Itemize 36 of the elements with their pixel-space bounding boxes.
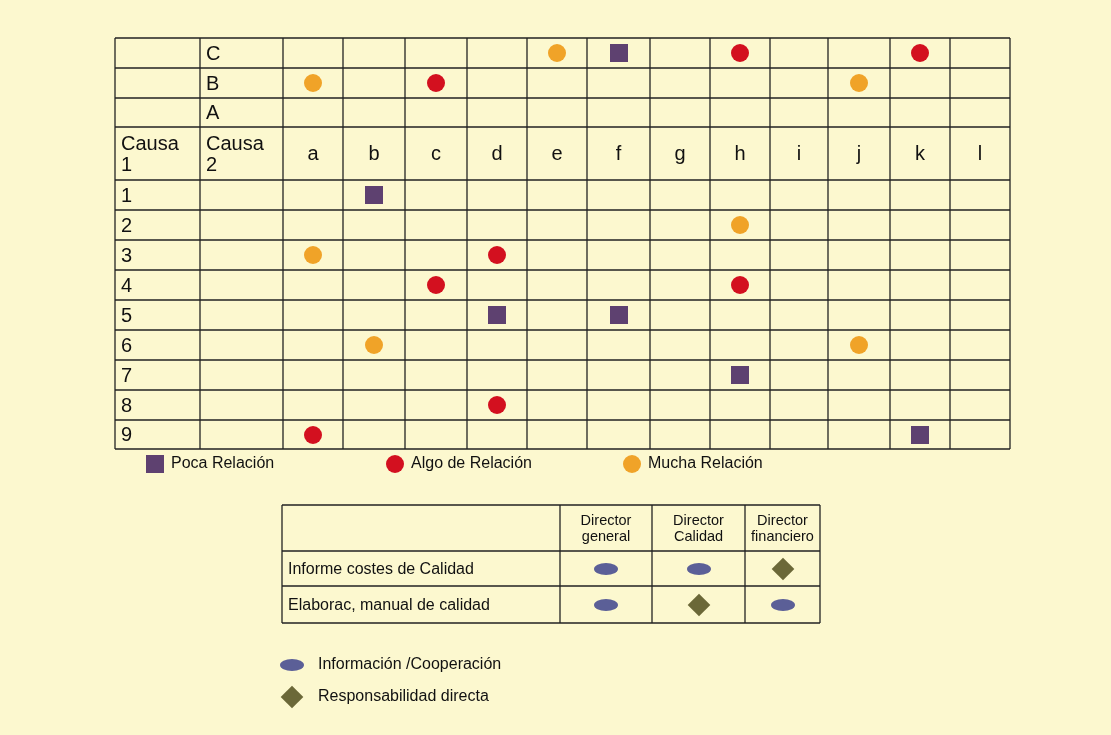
column-header: e <box>550 141 564 166</box>
row-label: 7 <box>120 362 134 388</box>
row-label: 2 <box>120 212 134 238</box>
column-header: Causa 2 <box>205 130 265 177</box>
column-header: j <box>855 141 863 166</box>
column-header: b <box>367 141 381 166</box>
row-label: A <box>205 100 221 125</box>
legend-label: Responsabilidad directa <box>318 687 489 705</box>
row-label: 4 <box>120 272 134 298</box>
column-header: a <box>306 141 320 166</box>
column-header: k <box>914 141 926 166</box>
column-header: i <box>795 141 803 166</box>
row-label: 5 <box>120 302 134 328</box>
row-label: 3 <box>120 242 134 268</box>
column-header: g <box>673 141 687 166</box>
column-header: f <box>614 141 623 166</box>
column-header: Director financiero <box>750 511 815 546</box>
column-header: Causa 1 <box>120 130 180 177</box>
legend-label: Información /Cooperación <box>318 655 502 673</box>
row-label: 6 <box>120 332 134 358</box>
column-header: c <box>430 141 442 166</box>
column-header: d <box>490 141 504 166</box>
column-header: Director general <box>579 511 633 546</box>
row-label: 1 <box>120 182 134 208</box>
column-header: l <box>976 141 984 166</box>
column-header: Director Calidad <box>672 511 725 546</box>
row-label: C <box>205 40 222 66</box>
legend-label: Algo de Relación <box>411 454 532 472</box>
column-header: h <box>733 141 747 166</box>
row-label: B <box>205 70 221 96</box>
row-label: 9 <box>120 422 134 447</box>
row-label: Informe costes de Calidad <box>287 559 475 579</box>
legend-label: Mucha Relación <box>648 454 763 472</box>
row-label: 8 <box>120 392 134 418</box>
legend-label: Poca Relación <box>171 454 275 472</box>
row-label: Elaborac, manual de calidad <box>287 595 491 615</box>
